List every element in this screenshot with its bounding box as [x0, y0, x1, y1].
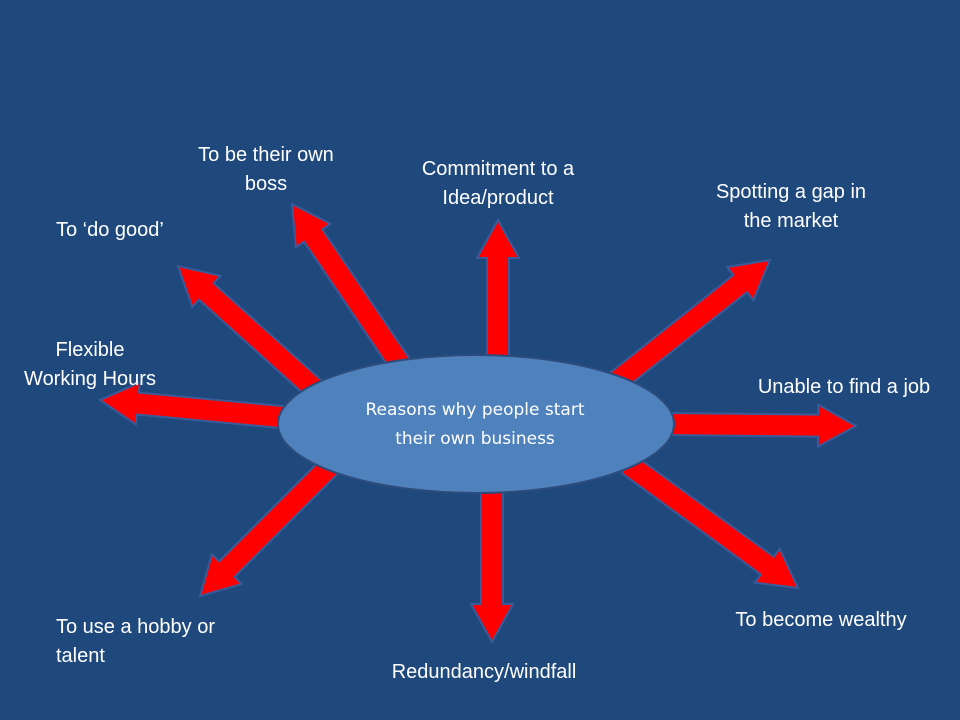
- arrow-wealthy: [620, 453, 800, 590]
- reason-boss: To be their own boss: [198, 144, 334, 195]
- arrow-job: [662, 402, 859, 449]
- reason-wealthy: To become wealthy: [735, 609, 907, 631]
- reason-do-good: To ‘do good’: [56, 219, 164, 241]
- center-title: Reasons why people start their own busin…: [365, 400, 585, 449]
- reason-job: Unable to find a job: [757, 376, 931, 398]
- arrow-commitment: [475, 217, 521, 371]
- arrow-hobby: [198, 456, 340, 598]
- center-ellipse: [277, 354, 675, 494]
- reason-commitment: Commitment to a Idea/product: [421, 158, 575, 209]
- reason-gap: Spotting a gap in the market: [715, 181, 867, 232]
- arrow-redundancy: [469, 485, 515, 645]
- arrow-gap: [607, 258, 772, 393]
- reason-hobby: To use a hobby or talent: [56, 616, 215, 667]
- arrow-do-good: [176, 264, 327, 402]
- reason-flexible: Flexible Working Hours: [24, 339, 156, 390]
- arrow-flexible: [97, 381, 295, 431]
- reason-redundancy: Redundancy/windfall: [391, 661, 577, 683]
- arrow-boss: [290, 202, 415, 378]
